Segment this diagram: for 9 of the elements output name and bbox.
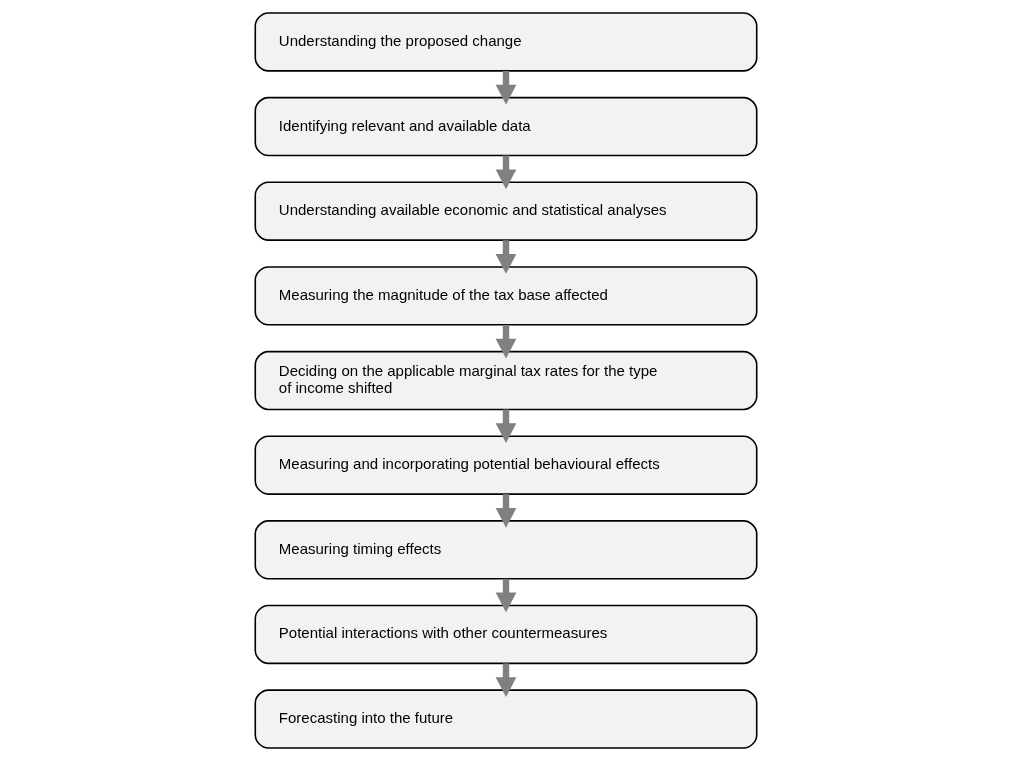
node-box: Deciding on the applicable marginal tax rates for the type of income shifted <box>254 350 758 411</box>
node-box: Measuring the magnitude of the tax base affected <box>254 266 758 326</box>
node-box: Potential interactions with other countermeasures <box>254 604 758 665</box>
node-box: Identifying relevant and available data <box>254 96 758 157</box>
node-box: Measuring timing effects <box>254 520 758 580</box>
node-box: Understanding available economic and statistical analyses <box>254 181 758 241</box>
node-box: Forecasting into the future <box>254 689 758 749</box>
node-box: Understanding the proposed change <box>254 12 758 72</box>
node-box: Measuring and incorporating potential behavioural effects <box>254 435 758 495</box>
